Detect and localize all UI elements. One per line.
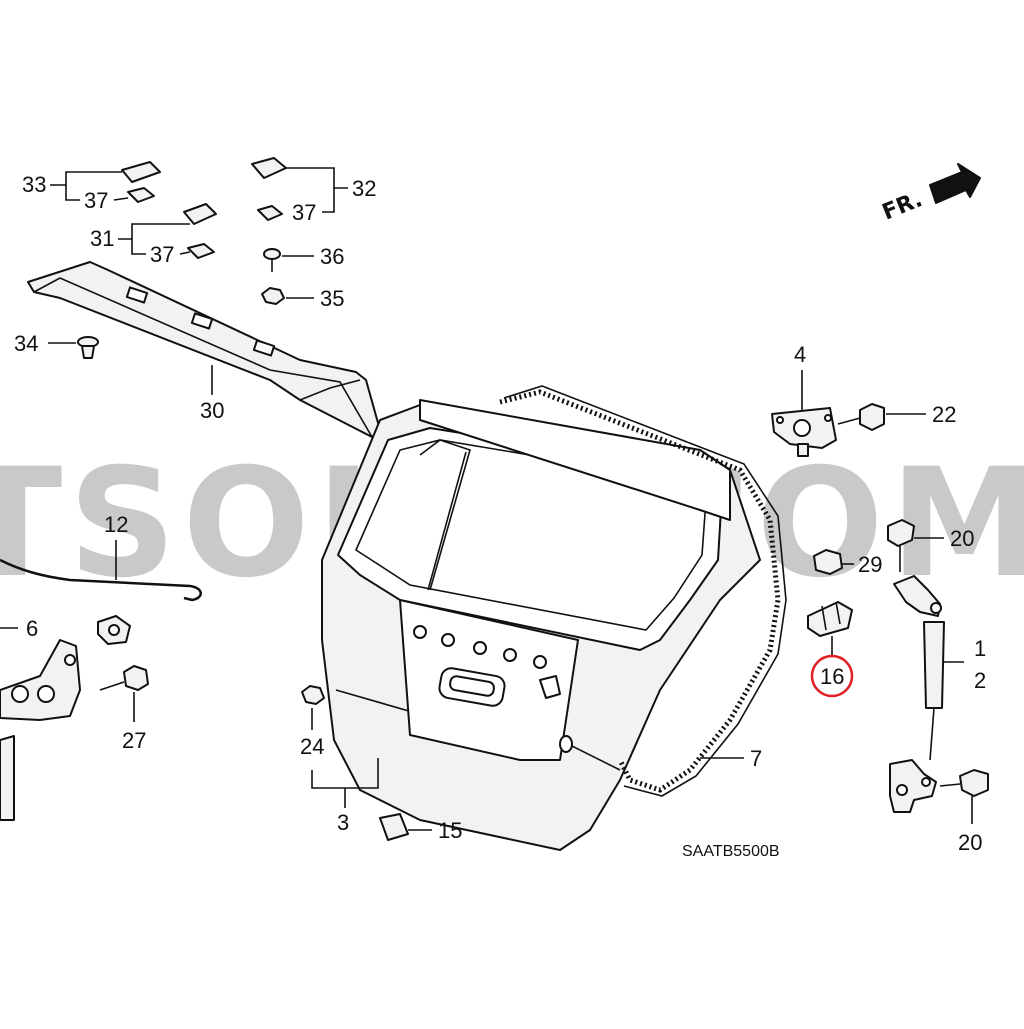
front-direction-arrow: FR.	[879, 163, 981, 226]
callout-31: 31	[90, 226, 114, 251]
gas-strut-part-1-2	[889, 575, 945, 813]
callout-37-a: 37	[84, 188, 108, 213]
callout-1: 1	[974, 636, 986, 661]
nut-part-35	[261, 287, 285, 305]
cable-part-12	[0, 558, 202, 602]
cap-part-31	[183, 203, 217, 259]
bumper-part-15	[379, 813, 409, 841]
bolt-part-20-top	[887, 519, 915, 572]
bolt-part-20-bottom	[939, 769, 989, 797]
callout-37-b: 37	[150, 242, 174, 267]
callout-6: 6	[26, 616, 38, 641]
callout-15: 15	[438, 818, 462, 843]
cap-part-33	[121, 161, 161, 203]
callout-33: 33	[22, 172, 46, 197]
grommet-part-6	[97, 615, 131, 645]
callout-35: 35	[320, 286, 344, 311]
callout-20-bottom: 20	[958, 830, 982, 855]
callout-30: 30	[200, 398, 224, 423]
front-label: FR.	[879, 187, 926, 225]
callout-24: 24	[300, 734, 324, 759]
callout-4: 4	[794, 342, 806, 367]
nut-part-29	[813, 549, 843, 575]
bolt-part-22	[837, 403, 885, 431]
callout-3: 3	[337, 810, 349, 835]
screw-part-36	[263, 248, 281, 272]
bolt-part-27	[99, 665, 149, 691]
callout-7: 7	[750, 746, 762, 771]
callout-2: 2	[974, 668, 986, 693]
hinge-part-left	[0, 639, 81, 821]
nut-part-24	[301, 685, 325, 705]
cap-part-32	[251, 157, 287, 221]
callout-37-c: 37	[292, 200, 316, 225]
callout-12: 12	[104, 512, 128, 537]
callout-27: 27	[122, 728, 146, 753]
callout-20-top: 20	[950, 526, 974, 551]
clip-part-34	[77, 336, 99, 359]
tailgate-part-3	[321, 399, 761, 851]
weatherstrip-part-7	[499, 385, 787, 797]
callout-36: 36	[320, 244, 344, 269]
callout-29: 29	[858, 552, 882, 577]
latch-part-4	[771, 407, 837, 457]
callout-16: 16	[820, 664, 844, 689]
callout-34: 34	[14, 331, 38, 356]
diagram-code: SAATB5500B	[682, 843, 780, 860]
highlight-circle-16	[810, 654, 854, 698]
callout-22: 22	[932, 402, 956, 427]
bumper-part-16	[807, 601, 853, 637]
callout-32: 32	[352, 176, 376, 201]
